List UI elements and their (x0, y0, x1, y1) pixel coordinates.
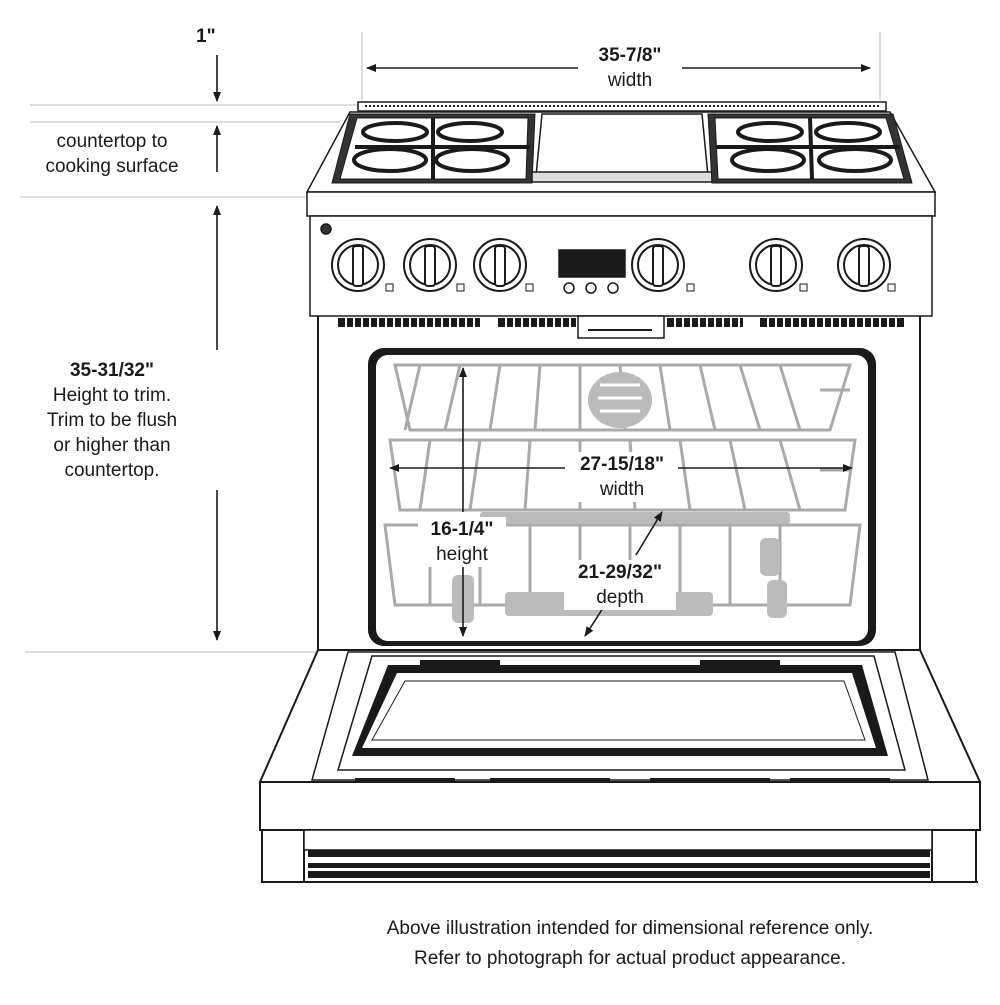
display-screen (558, 249, 626, 278)
overall-width-label: 35-7/8" width (578, 43, 682, 93)
height-to-trim-label: 35-31/32" Height to trim. Trim to be flu… (46, 360, 178, 481)
knobs (331, 238, 891, 292)
griddle (531, 113, 713, 183)
oven-height-label: 16-1/4" height (418, 517, 506, 567)
footnote-line-2: Refer to photograph for actual product a… (413, 948, 846, 969)
top-clearance-label: countertop to cooking surface (45, 131, 179, 177)
interior-dimension-arrows (389, 367, 853, 637)
cooktop (305, 101, 937, 217)
control-panel (309, 215, 933, 317)
footnote-line-1: Above illustration intended for dimensio… (386, 918, 874, 939)
reference-lines (20, 32, 881, 653)
vent-dividers (345, 318, 897, 327)
oven-depth-label: 21-29/32" depth (564, 560, 676, 610)
right-burner-grate (707, 113, 913, 184)
door-latch (577, 315, 665, 339)
dimension-arrows (213, 55, 871, 641)
oven-door (258, 649, 982, 883)
left-burner-grate (331, 113, 536, 184)
oven-width-label: 27-15/18" width (566, 452, 678, 502)
top-clearance-value: 1" (196, 24, 216, 49)
oven-cavity (317, 316, 921, 650)
